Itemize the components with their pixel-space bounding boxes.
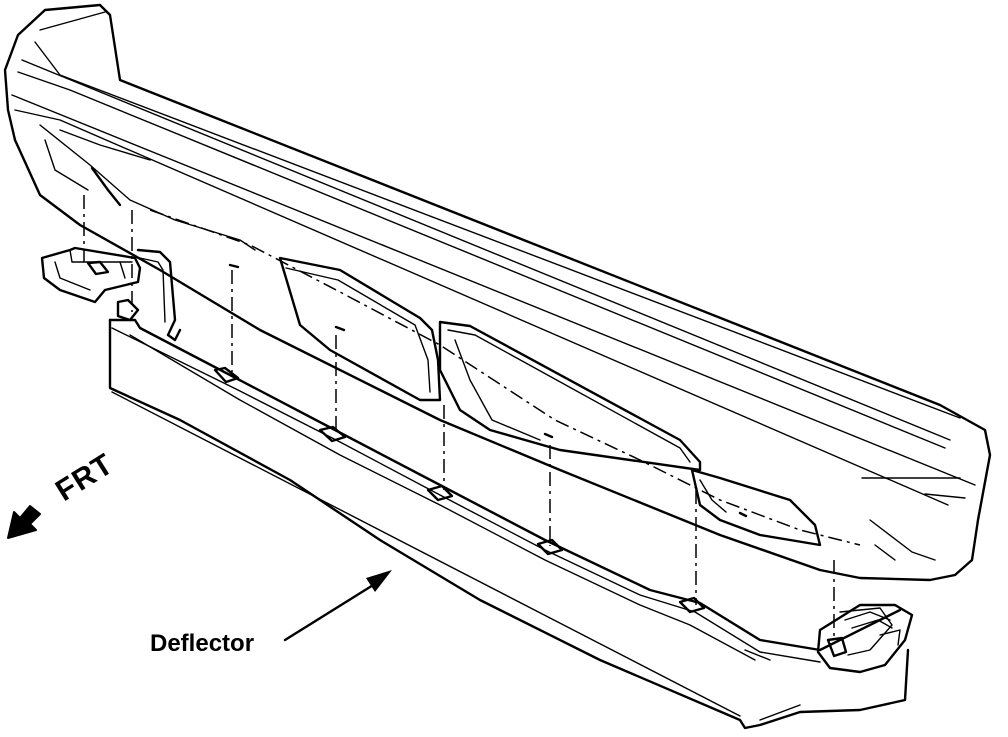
- deflector-panel: [108, 318, 910, 730]
- attachment-lines: [83, 195, 835, 640]
- leader-arrow-icon: [366, 570, 392, 592]
- arrow-down-left-icon: [7, 505, 41, 539]
- bumper-cover: [3, 3, 992, 582]
- front-direction-arrow: [7, 505, 41, 539]
- deflector-leader-arrow: [283, 570, 392, 642]
- deflector-label: Deflector: [150, 630, 255, 657]
- left-mounting-bracket: [40, 246, 182, 342]
- right-mounting-bracket: [816, 603, 914, 674]
